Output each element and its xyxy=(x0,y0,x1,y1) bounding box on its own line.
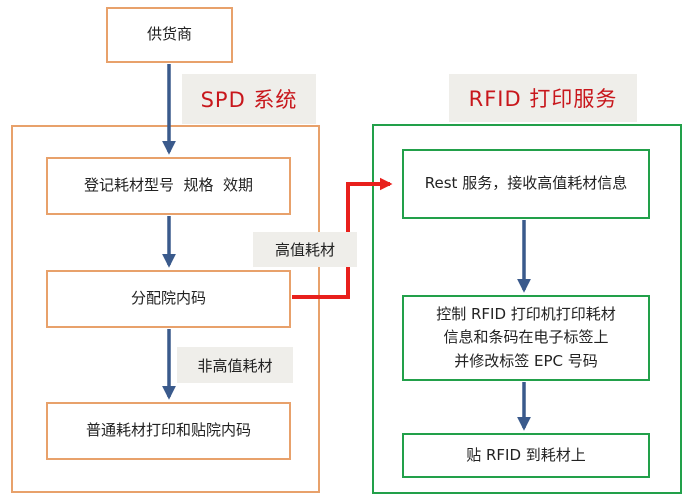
control-rfid-printer-box: 控制 RFID 打印机打印耗材 信息和条码在电子标签上 并修改标签 EPC 号码 xyxy=(402,295,650,381)
high-value-consumable-tag: 高值耗材 xyxy=(253,232,357,267)
spd-system-container xyxy=(11,125,320,493)
register-consumable-label: 登记耗材型号 规格 效期 xyxy=(83,176,254,195)
register-consumable-box: 登记耗材型号 规格 效期 xyxy=(46,157,291,215)
rest-service-label: Rest 服务，接收高值耗材信息 xyxy=(424,174,628,193)
rfid-service-title: RFID 打印服务 xyxy=(449,74,637,122)
spd-system-title: SPD 系统 xyxy=(182,74,316,124)
control-line-2: 信息和条码在电子标签上 xyxy=(443,328,609,347)
attach-rfid-label: 贴 RFID 到耗材上 xyxy=(466,445,586,464)
assign-hospital-code-label: 分配院内码 xyxy=(130,289,206,308)
control-line-1: 控制 RFID 打印机打印耗材 xyxy=(436,305,616,324)
non-high-value-consumable-tag: 非高值耗材 xyxy=(177,347,293,383)
rest-service-box: Rest 服务，接收高值耗材信息 xyxy=(402,149,650,219)
control-line-3: 并修改标签 EPC 号码 xyxy=(454,351,598,370)
print-normal-consumable-label: 普通耗材打印和贴院内码 xyxy=(85,421,251,440)
print-normal-consumable-box: 普通耗材打印和贴院内码 xyxy=(46,402,291,460)
assign-hospital-code-box: 分配院内码 xyxy=(46,270,291,328)
supplier-box: 供货商 xyxy=(106,7,233,63)
rfid-service-container xyxy=(372,124,682,494)
attach-rfid-box: 贴 RFID 到耗材上 xyxy=(402,433,650,478)
supplier-label: 供货商 xyxy=(146,25,192,44)
control-rfid-printer-text: 控制 RFID 打印机打印耗材 信息和条码在电子标签上 并修改标签 EPC 号码 xyxy=(436,303,616,373)
